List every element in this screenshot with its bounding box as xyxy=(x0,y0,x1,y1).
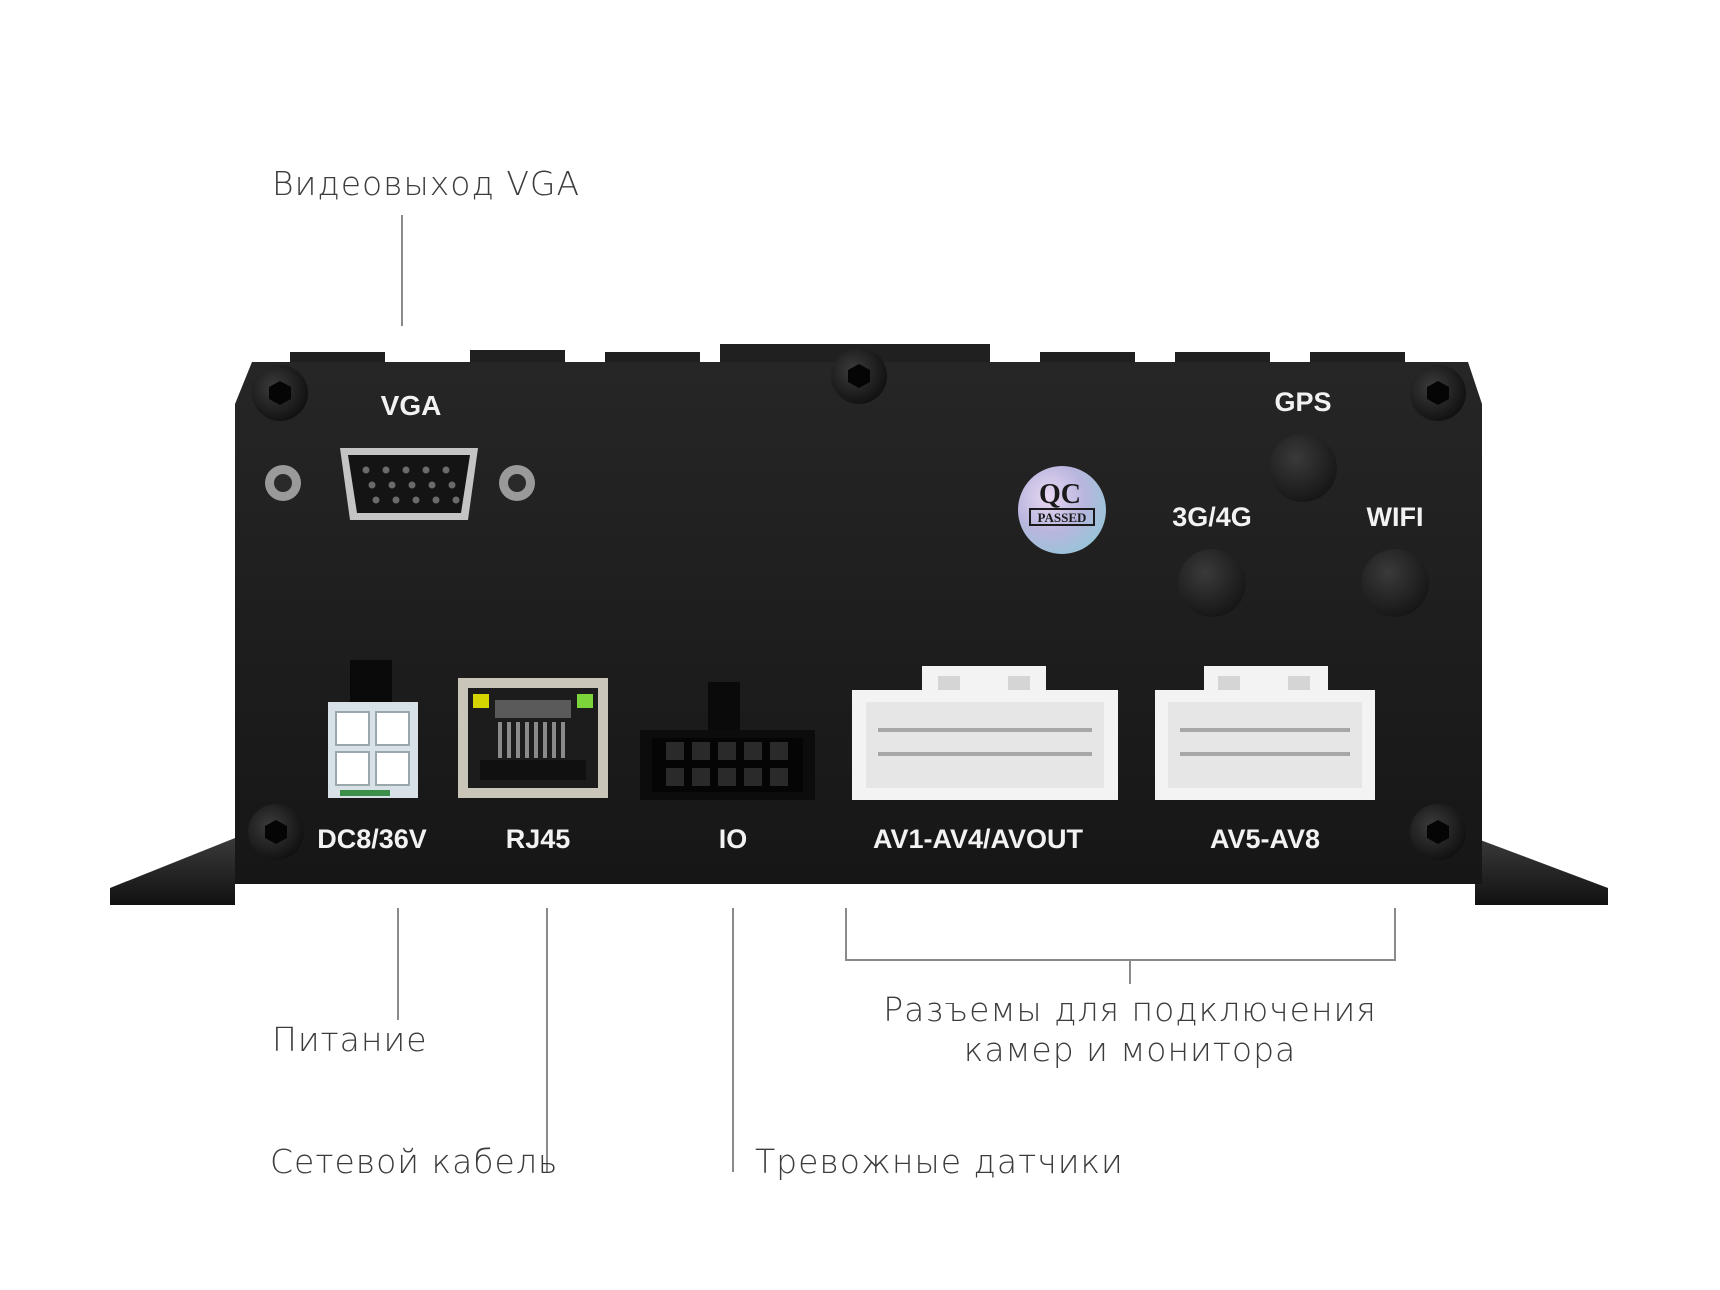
av5-av8-connector xyxy=(1155,666,1375,800)
gps-antenna-connector xyxy=(1269,434,1337,502)
3g-4g-label: 3G/4G xyxy=(1172,502,1252,532)
av1-av4-port-label: AV1-AV4/AVOUT xyxy=(873,824,1084,854)
network-cable-callout: Сетевой кабель xyxy=(270,1142,559,1181)
wifi-label: WIFI xyxy=(1367,502,1424,532)
connectors-callout: Разъемы для подключения камер и монитора xyxy=(880,990,1380,1069)
dc-power-connector xyxy=(328,660,418,798)
alarm-sensors-callout: Тревожные датчики xyxy=(755,1142,1124,1181)
svg-text:PASSED: PASSED xyxy=(1038,510,1087,525)
av5-av8-port-label: AV5-AV8 xyxy=(1210,824,1320,854)
panel-screw-top-center xyxy=(831,348,887,404)
qc-passed-sticker: QC PASSED xyxy=(1018,466,1106,554)
3g-4g-antenna-connector xyxy=(1178,549,1246,617)
panel-screw-top-right xyxy=(1410,365,1466,421)
power-callout: Питание xyxy=(272,1020,428,1059)
gps-label: GPS xyxy=(1274,387,1331,417)
io-connector xyxy=(640,682,815,800)
panel-screw-top-left xyxy=(252,365,308,421)
svg-text:QC: QC xyxy=(1039,479,1081,510)
av1-av4-connector xyxy=(852,666,1118,800)
io-port-label: IO xyxy=(719,824,748,854)
left-mounting-flange xyxy=(110,838,235,905)
panel-screw-bottom-left xyxy=(248,804,304,860)
connectors-callout-line-1: Разъемы для подключения xyxy=(883,990,1377,1029)
connectors-bracket xyxy=(845,908,1396,984)
dc-port-label: DC8/36V xyxy=(317,824,427,854)
vga-output-callout: Видеовыход VGA xyxy=(272,164,581,203)
vga-port xyxy=(265,448,535,520)
vga-port-label: VGA xyxy=(381,390,442,421)
connectors-callout-line-2: камер и монитора xyxy=(963,1029,1297,1069)
rj45-port-label: RJ45 xyxy=(506,824,571,854)
right-mounting-flange xyxy=(1475,838,1608,905)
panel-screw-bottom-right xyxy=(1410,804,1466,860)
wifi-antenna-connector xyxy=(1361,549,1429,617)
rj45-port xyxy=(458,678,608,798)
